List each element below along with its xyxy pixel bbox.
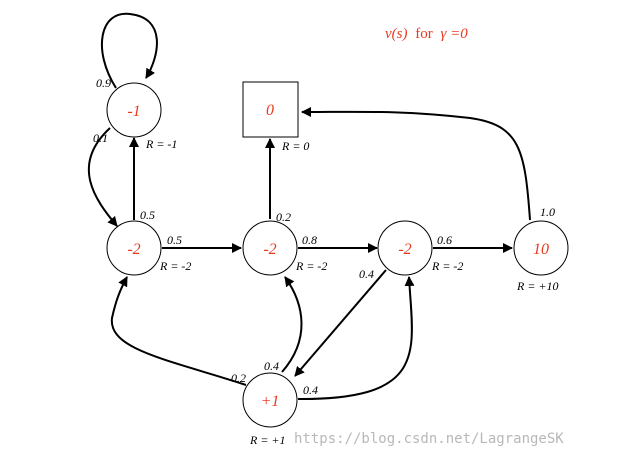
node-pub-reward: R = +1 bbox=[249, 433, 286, 447]
node-terminal-value: 0 bbox=[266, 102, 274, 119]
edge-c1-self-loop bbox=[101, 12, 158, 89]
title-gamma: γ =0 bbox=[441, 26, 469, 42]
edge-pub-to-c4 bbox=[297, 276, 415, 401]
watermark-text: https://blog.csdn.net/LagrangeSK bbox=[294, 431, 564, 447]
node-class1-value: -1 bbox=[127, 103, 140, 120]
prob-c1-self: 0.9 bbox=[96, 76, 111, 90]
prob-pub-to-c4: 0.4 bbox=[303, 383, 318, 397]
prob-c3-to-terminal: 0.2 bbox=[276, 210, 291, 224]
prob-c3-to-c4: 0.8 bbox=[302, 233, 317, 247]
prob-c4-to-pass: 0.6 bbox=[437, 233, 452, 247]
edge-c4-to-pub bbox=[294, 269, 387, 377]
prob-c1-to-c2: 0.1 bbox=[93, 131, 108, 145]
node-class3: -2 R = -2 bbox=[242, 220, 327, 276]
node-class3-reward: R = -2 bbox=[295, 259, 327, 273]
edge-c1-to-c2 bbox=[87, 127, 118, 227]
node-class2-reward: R = -2 bbox=[159, 259, 191, 273]
node-class3-value: -2 bbox=[263, 241, 276, 258]
node-pass: 10 R = +10 bbox=[513, 220, 569, 293]
diagram-title: v(s) for γ =0 bbox=[385, 26, 468, 42]
edge-pub-to-c3 bbox=[281, 276, 303, 373]
edge-pub-to-c2 bbox=[110, 276, 247, 386]
title-for: for bbox=[415, 26, 433, 42]
title-vs: v(s) bbox=[385, 26, 408, 42]
node-pass-value: 10 bbox=[533, 241, 549, 258]
node-class2: -2 R = -2 bbox=[106, 220, 191, 276]
node-pub-value: +1 bbox=[261, 393, 280, 410]
node-terminal: 0 R = 0 bbox=[242, 81, 309, 153]
prob-pub-to-c2: 0.2 bbox=[231, 371, 246, 385]
prob-c2-to-c1: 0.5 bbox=[140, 208, 155, 222]
node-class4: -2 R = -2 bbox=[377, 220, 463, 276]
edge-pass-to-terminal bbox=[301, 106, 531, 221]
node-class4-value: -2 bbox=[398, 241, 411, 258]
prob-c4-to-pub: 0.4 bbox=[359, 267, 374, 281]
node-terminal-reward: R = 0 bbox=[281, 139, 309, 153]
prob-c2-to-c3: 0.5 bbox=[167, 233, 182, 247]
node-class1-reward: R = -1 bbox=[145, 137, 177, 151]
node-class2-value: -2 bbox=[127, 241, 140, 258]
prob-pass-to-terminal: 1.0 bbox=[540, 205, 555, 219]
node-pass-reward: R = +10 bbox=[516, 279, 559, 293]
node-class4-reward: R = -2 bbox=[431, 259, 463, 273]
node-pub: +1 R = +1 bbox=[242, 372, 298, 447]
node-class1: -1 R = -1 bbox=[106, 82, 177, 151]
prob-pub-to-c3: 0.4 bbox=[264, 359, 279, 373]
